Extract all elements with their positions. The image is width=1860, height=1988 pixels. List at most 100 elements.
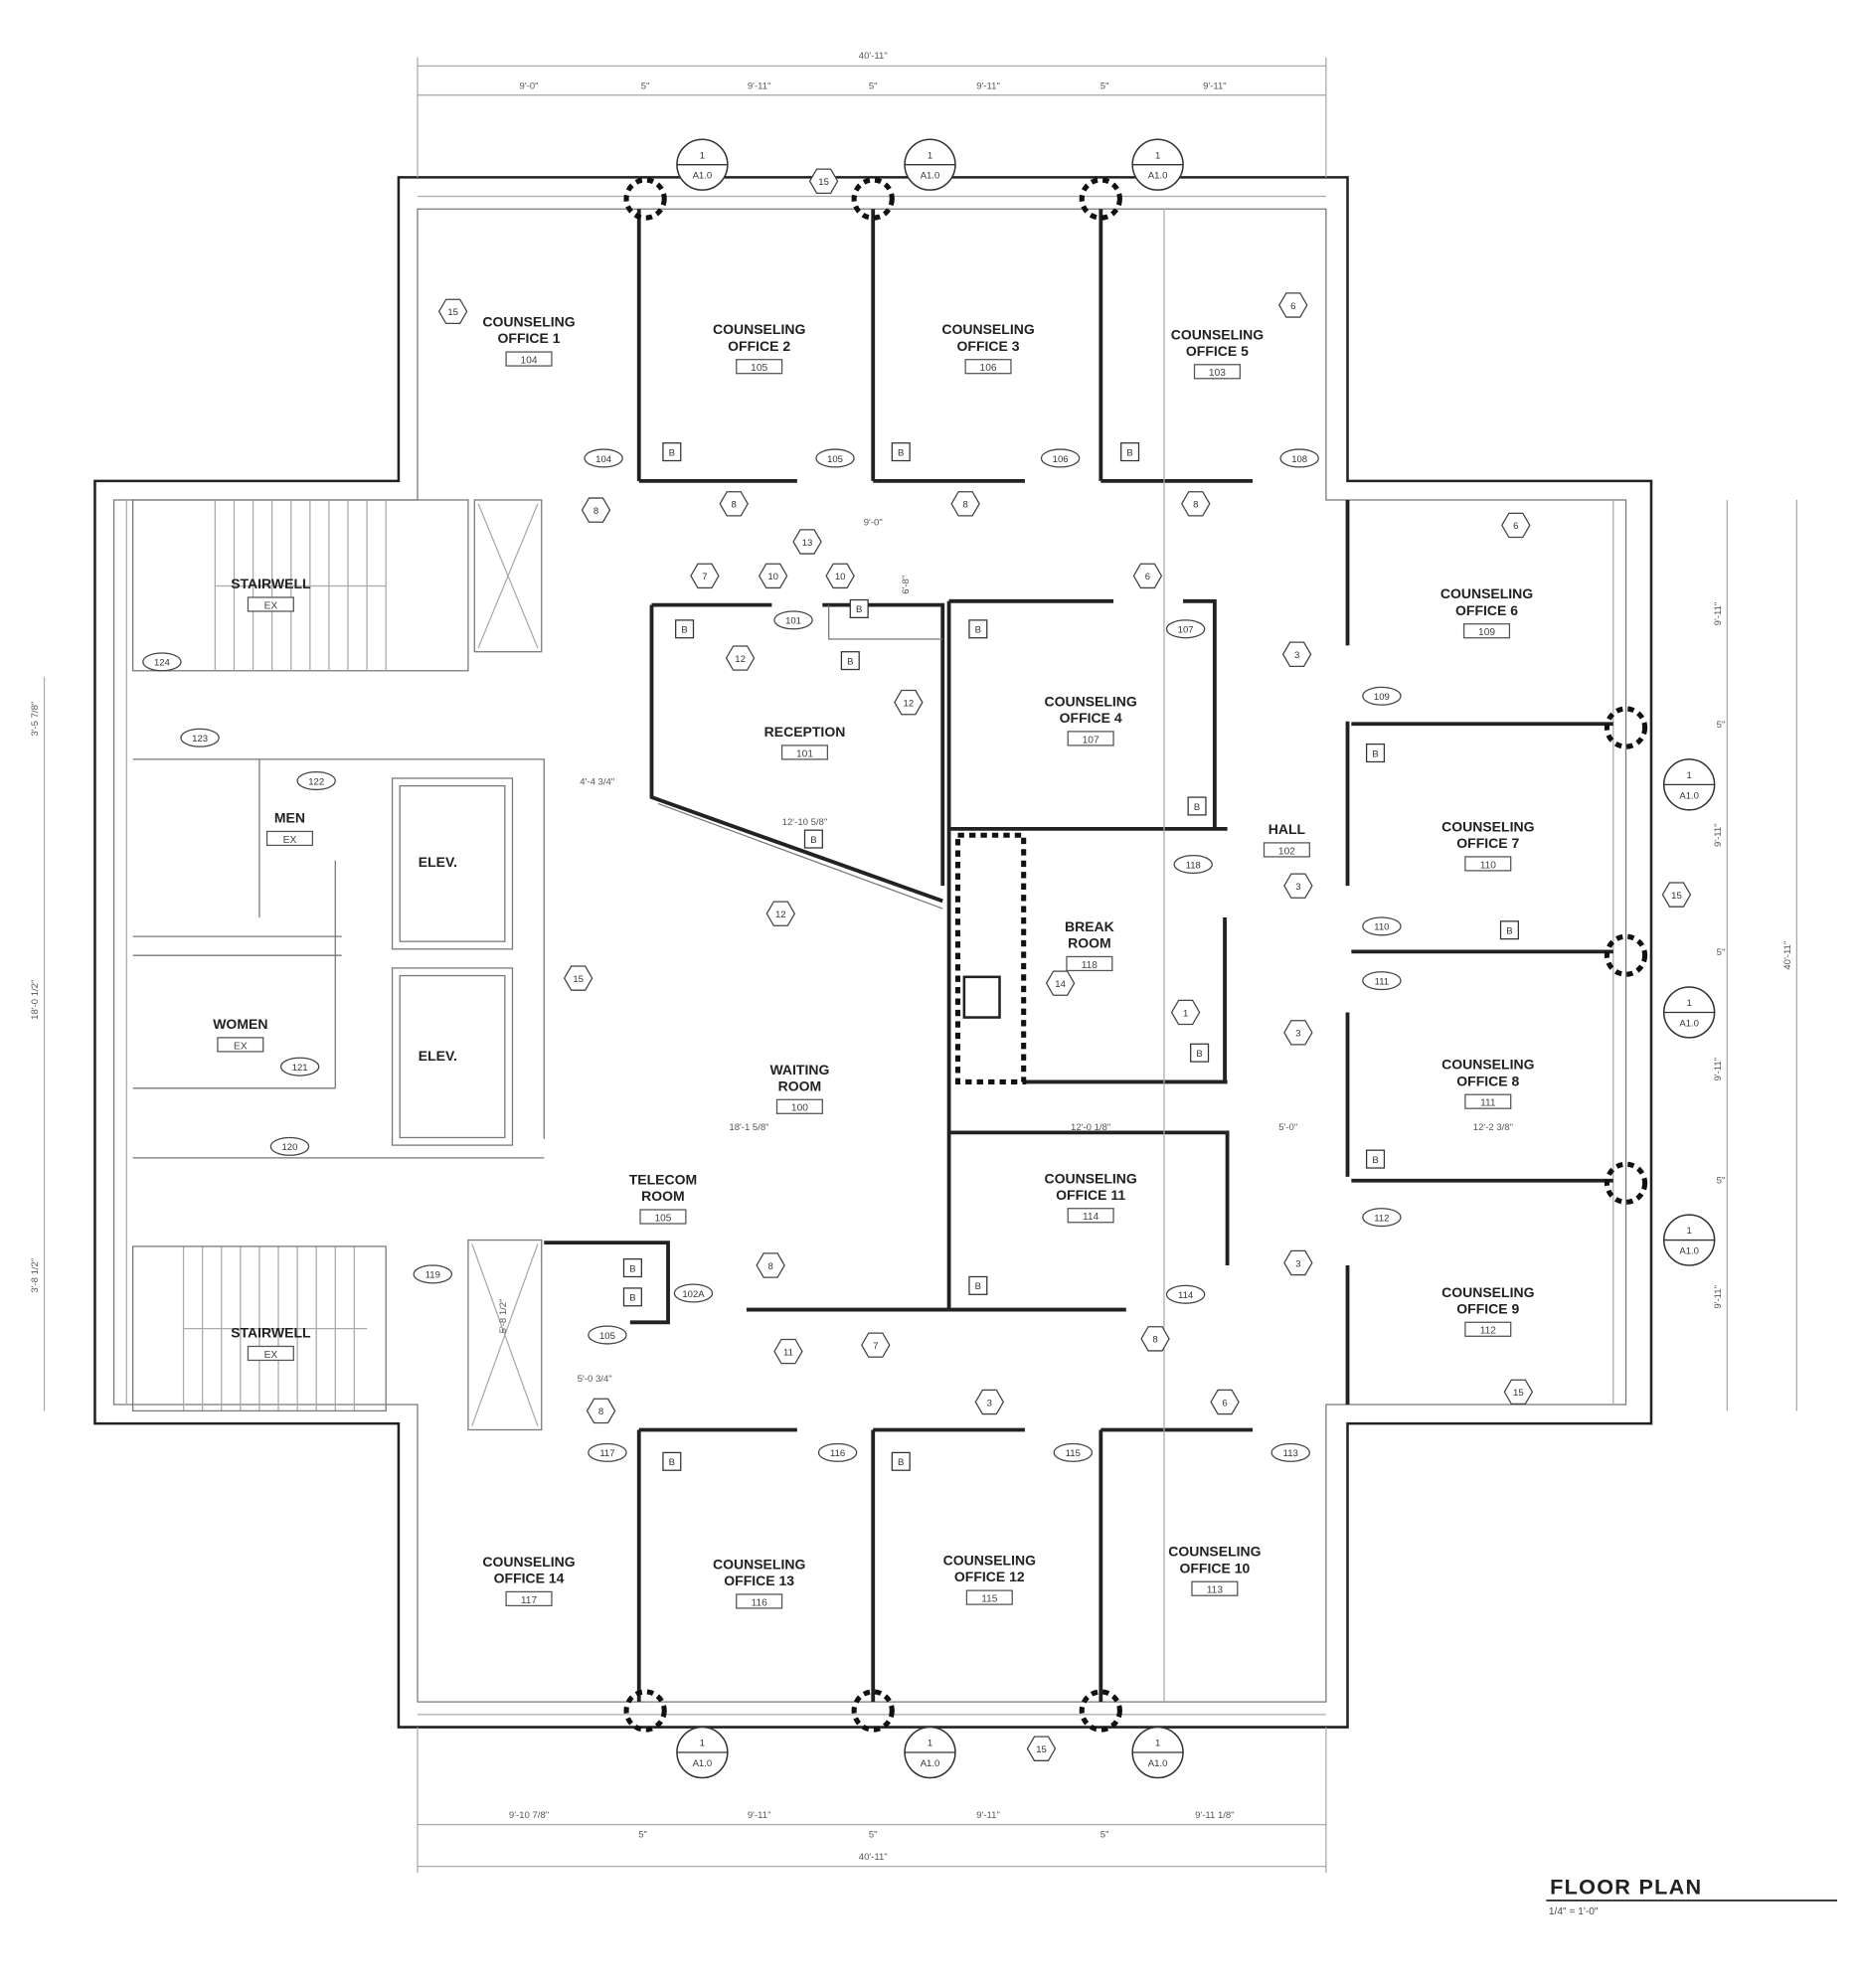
- keynote-hex-tag: 6: [1501, 512, 1531, 539]
- room-number: 113: [1207, 1585, 1224, 1596]
- door-number: 123: [192, 734, 208, 745]
- door-number: 112: [1374, 1213, 1389, 1224]
- room-name: ELEV.: [419, 1048, 457, 1064]
- keynote-hex-tag: 8: [586, 1398, 616, 1424]
- section-marker: 1A1.0: [676, 1726, 729, 1779]
- keynote-hex-tag: 14: [1045, 970, 1076, 996]
- equipment-tag: B: [622, 1287, 642, 1307]
- keynote-number: 12: [775, 910, 786, 920]
- keynote-hex-tag: 8: [581, 497, 611, 523]
- equipment-tag: B: [968, 1275, 988, 1295]
- section-number: 1: [928, 1739, 932, 1749]
- room-name: OFFICE 4: [1060, 710, 1122, 726]
- dimension-label: 9'-11": [1713, 1058, 1724, 1081]
- keynote-number: 6: [1222, 1398, 1227, 1408]
- room-name: COUNSELING: [1168, 1544, 1261, 1560]
- equipment-tag: B: [1190, 1043, 1210, 1063]
- room-name: OFFICE 6: [1455, 602, 1518, 618]
- equipment-letter: B: [1372, 748, 1378, 759]
- dimension-label: 5": [1717, 1175, 1726, 1186]
- equipment-letter: B: [1372, 1155, 1378, 1166]
- room-number: 111: [1480, 1098, 1496, 1109]
- dimension-label: 3'-5 7/8": [30, 702, 41, 737]
- equipment-tag: B: [675, 619, 695, 639]
- equipment-letter: B: [975, 1281, 981, 1292]
- dimension-label: 4'-4 3/4": [580, 776, 614, 787]
- keynote-hex-tag: 15: [437, 298, 468, 325]
- keynote-hex-tag: 3: [1281, 641, 1312, 667]
- dimension-label: 9'-11": [1713, 602, 1724, 626]
- equipment-letter: B: [1506, 926, 1512, 937]
- keynote-hex-tag: 6: [1210, 1389, 1240, 1415]
- keynote-number: 8: [1152, 1335, 1157, 1346]
- room-name: COUNSELING: [1441, 818, 1534, 834]
- room-number: 118: [1082, 960, 1099, 971]
- room-number: 107: [1083, 735, 1099, 746]
- keynote-hex-tag: 6: [1132, 563, 1163, 589]
- keynote-number: 8: [962, 500, 967, 511]
- keynote-hex-tag: 3: [974, 1389, 1005, 1415]
- dimension-label: 5": [1717, 947, 1726, 958]
- room-number: EX: [264, 600, 278, 611]
- room-name: HALL: [1268, 821, 1306, 837]
- room-name: COUNSELING: [941, 321, 1034, 337]
- keynote-number: 8: [767, 1261, 772, 1272]
- equipment-tag: B: [662, 1451, 682, 1471]
- equipment-letter: B: [1126, 447, 1132, 458]
- dimension-label: 9'-0": [864, 517, 883, 528]
- equipment-letter: B: [669, 447, 675, 458]
- equipment-letter: B: [975, 625, 981, 636]
- keynote-hex-tag: 12: [894, 689, 924, 716]
- keynote-number: 15: [1671, 891, 1682, 902]
- room-name: COUNSELING: [1044, 1170, 1136, 1186]
- keynote-number: 14: [1055, 979, 1066, 990]
- keynote-number: 8: [598, 1407, 603, 1417]
- dimension-lines: [43, 57, 1797, 1873]
- dimension-label: 9'-11": [1713, 823, 1724, 847]
- room-name: TELECOM: [629, 1172, 697, 1188]
- equipment-letter: B: [681, 625, 687, 636]
- equipment-tag: B: [662, 442, 682, 462]
- room-name: OFFICE 14: [494, 1570, 565, 1585]
- room-name: COUNSELING: [1441, 1284, 1534, 1300]
- keynote-hex-tag: 8: [756, 1252, 785, 1278]
- door-number: 106: [1053, 454, 1069, 465]
- dimension-label: 5": [869, 81, 878, 91]
- door-tag: 102A: [673, 1283, 714, 1303]
- room-number: 102: [1278, 846, 1295, 857]
- dimension-label: 9'-11": [1713, 1285, 1724, 1309]
- room-number: EX: [234, 1041, 248, 1052]
- section-sheet: A1.0: [1679, 1018, 1699, 1029]
- room-label: ELEV.: [419, 1048, 457, 1064]
- equipment-tag: B: [891, 1451, 911, 1471]
- drawing-title: FLOOR PLAN: [1550, 1875, 1702, 1900]
- dimension-label: 12'-2 3/8": [1473, 1122, 1513, 1133]
- room-name: MEN: [274, 810, 305, 826]
- door-number: 121: [292, 1063, 308, 1074]
- dimension-label: 9'-11": [748, 1810, 771, 1821]
- equipment-tag: B: [840, 651, 860, 671]
- door-number: 115: [1066, 1448, 1081, 1459]
- equipment-letter: B: [810, 835, 816, 846]
- keynote-number: 13: [802, 538, 813, 549]
- section-sheet: A1.0: [1148, 171, 1168, 182]
- door-tag: 121: [279, 1057, 320, 1077]
- door-tag: 105: [588, 1325, 627, 1345]
- dimension-label: 9'-0": [520, 81, 539, 91]
- door-number: 120: [282, 1142, 298, 1153]
- door-number: 109: [1374, 692, 1390, 703]
- keynote-hex-tag: 8: [1140, 1326, 1170, 1352]
- equipment-tag: B: [1120, 442, 1140, 462]
- dimension-label: 5": [638, 1829, 647, 1840]
- room-number: 104: [521, 356, 538, 367]
- keynote-number: 15: [1036, 1744, 1047, 1755]
- column-marker: [851, 1689, 895, 1733]
- keynote-number: 6: [1290, 301, 1295, 312]
- keynote-number: 11: [783, 1347, 793, 1358]
